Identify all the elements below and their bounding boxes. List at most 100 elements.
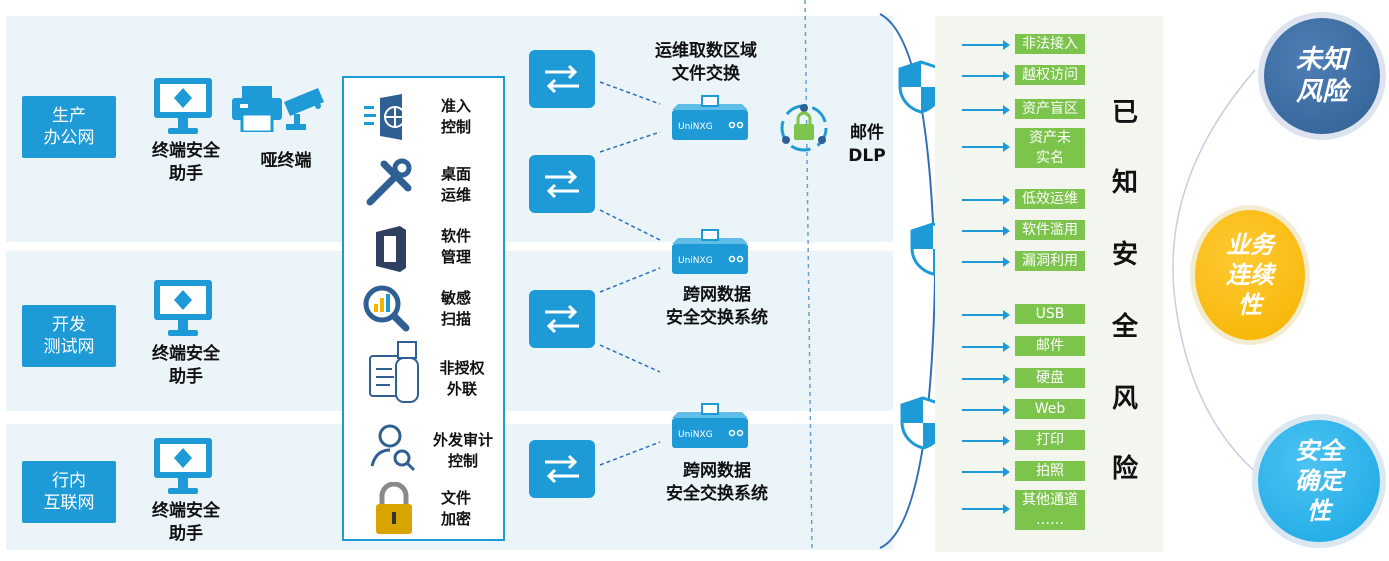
network-switch (529, 290, 595, 348)
risk-tag: 资产盲区 (1015, 99, 1085, 119)
risk-tag: 拍照 (1015, 461, 1085, 481)
label-line: 运维 (440, 186, 471, 204)
zone-line1: 开发 (52, 315, 86, 335)
risk-tag: 打印 (1015, 430, 1085, 450)
risk-arrow (962, 405, 1010, 415)
monitor-icon (154, 280, 212, 336)
risk-arrow (962, 342, 1010, 352)
sensitive-scan-icon (363, 285, 410, 332)
endpoint-agent-label: 终端安全 助手 (134, 343, 238, 389)
risk-arrow (962, 142, 1010, 152)
label-line: 安全交换系统 (666, 484, 768, 504)
tool-label: 外发审计 控制 (424, 430, 502, 472)
printer-icon (232, 86, 282, 132)
camera-icon (284, 88, 324, 130)
risk-tag: 邮件 (1015, 336, 1085, 356)
tool-label: 文件 加密 (428, 488, 484, 530)
exchange-device-icon: UniNXG (672, 95, 748, 140)
risk-tag: 低效运维 (1015, 189, 1085, 209)
label-line: 文件交换 (672, 64, 740, 84)
software-management-icon (376, 226, 406, 272)
risk-title-char: 险 (1112, 454, 1139, 484)
risk-title-char: 已 (1112, 98, 1139, 128)
monitor-icon (154, 438, 212, 494)
circle-line: 业务 (1226, 231, 1274, 259)
zone-line2: 测试网 (43, 337, 95, 357)
circle-line: 性 (1307, 497, 1331, 525)
zone-line2: 办公网 (43, 128, 95, 148)
unknown-risk-circle: 未知风险 (1264, 18, 1380, 134)
label-line: 邮件 (850, 123, 884, 143)
risk-arrow (962, 105, 1010, 115)
mail-dlp-icon (780, 104, 828, 152)
label-line: DLP (848, 146, 886, 166)
zone-dev-test: 开发 测试网 (22, 305, 116, 367)
switch-arrows-icon (545, 304, 579, 334)
label-line: 敏感 (440, 289, 471, 307)
risk-tag: 其他通道 …… (1015, 490, 1085, 530)
risk-arrow (962, 310, 1010, 320)
switch-arrows-icon (545, 64, 579, 94)
label-line: 助手 (169, 164, 203, 184)
zone-line1: 行内 (52, 471, 86, 491)
label-line: 软件 (440, 227, 471, 245)
zone-production-office: 生产 办公网 (22, 96, 116, 158)
tool-label: 软件 管理 (428, 226, 484, 268)
risk-arrow (962, 71, 1010, 81)
risk-title-char: 知 (1112, 168, 1139, 198)
risk-arrow (962, 226, 1010, 236)
risk-arrow (962, 257, 1010, 267)
network-switch (529, 440, 595, 498)
risk-title-char: 安 (1112, 240, 1139, 270)
unauthorized-outreach-icon (369, 341, 419, 403)
network-switch (529, 50, 595, 108)
outbound-audit-icon (370, 424, 416, 472)
label-line: 准入 (440, 97, 471, 115)
label-line: 助手 (169, 367, 203, 387)
circle-line: 安全 (1295, 437, 1343, 465)
device-brand-text: UniNXG (678, 430, 713, 440)
risk-arrow (962, 436, 1010, 446)
label-line: 跨网数据 (683, 285, 751, 305)
tool-label: 准入 控制 (428, 96, 484, 138)
shield-icon (900, 396, 946, 450)
endpoint-agent-label: 终端安全 助手 (134, 140, 238, 186)
risk-tag: 漏洞利用 (1015, 251, 1085, 271)
zone-line2: 互联网 (43, 493, 95, 513)
dumb-terminal-label: 哑终端 (260, 151, 312, 171)
exchange-top-label: 运维取数区域 文件交换 (636, 40, 776, 86)
label-line: 外联 (446, 380, 477, 398)
risk-title-char: 风 (1112, 384, 1139, 414)
circle-line: 性 (1238, 291, 1262, 319)
risk-tag: 非法接入 (1015, 34, 1085, 54)
label-line: 安全交换系统 (666, 308, 768, 328)
label-line: 跨网数据 (683, 461, 751, 481)
label-line: 助手 (169, 524, 203, 544)
label-line: 终端安全 (152, 501, 220, 521)
exchange-device-icon: UniNXG (672, 229, 748, 274)
tag-line: 资产未 (1029, 130, 1071, 146)
risk-title-char: 全 (1112, 312, 1139, 342)
monitor-icon (154, 78, 212, 134)
switch-arrows-icon (545, 454, 579, 484)
tool-label: 敏感 扫描 (428, 288, 484, 330)
label-line: 控制 (447, 452, 478, 470)
exchange-mid-label: 跨网数据 安全交换系统 (642, 284, 792, 330)
switch-arrows-icon (545, 169, 579, 199)
network-switch (529, 155, 595, 213)
exchange-bot-label: 跨网数据 安全交换系统 (642, 460, 792, 506)
risk-tag: USB (1015, 304, 1085, 324)
desktop-ops-icon (366, 158, 412, 206)
risk-arrow (962, 374, 1010, 384)
risk-arrow (962, 195, 1010, 205)
risk-tag: 越权访问 (1015, 65, 1085, 85)
label-line: 终端安全 (152, 344, 220, 364)
device-brand-text: UniNXG (678, 256, 713, 266)
label-line: 外发审计 (432, 431, 493, 449)
circle-line: 未知 (1295, 45, 1348, 75)
label-line: 加密 (440, 510, 471, 528)
security-tools-panel: 准入 控制 桌面 运维 软件 管理 敏感 扫描 非授权 外联 (342, 76, 505, 541)
zone-intranet-internet: 行内 互联网 (22, 461, 116, 523)
circle-line: 连续 (1226, 261, 1274, 289)
